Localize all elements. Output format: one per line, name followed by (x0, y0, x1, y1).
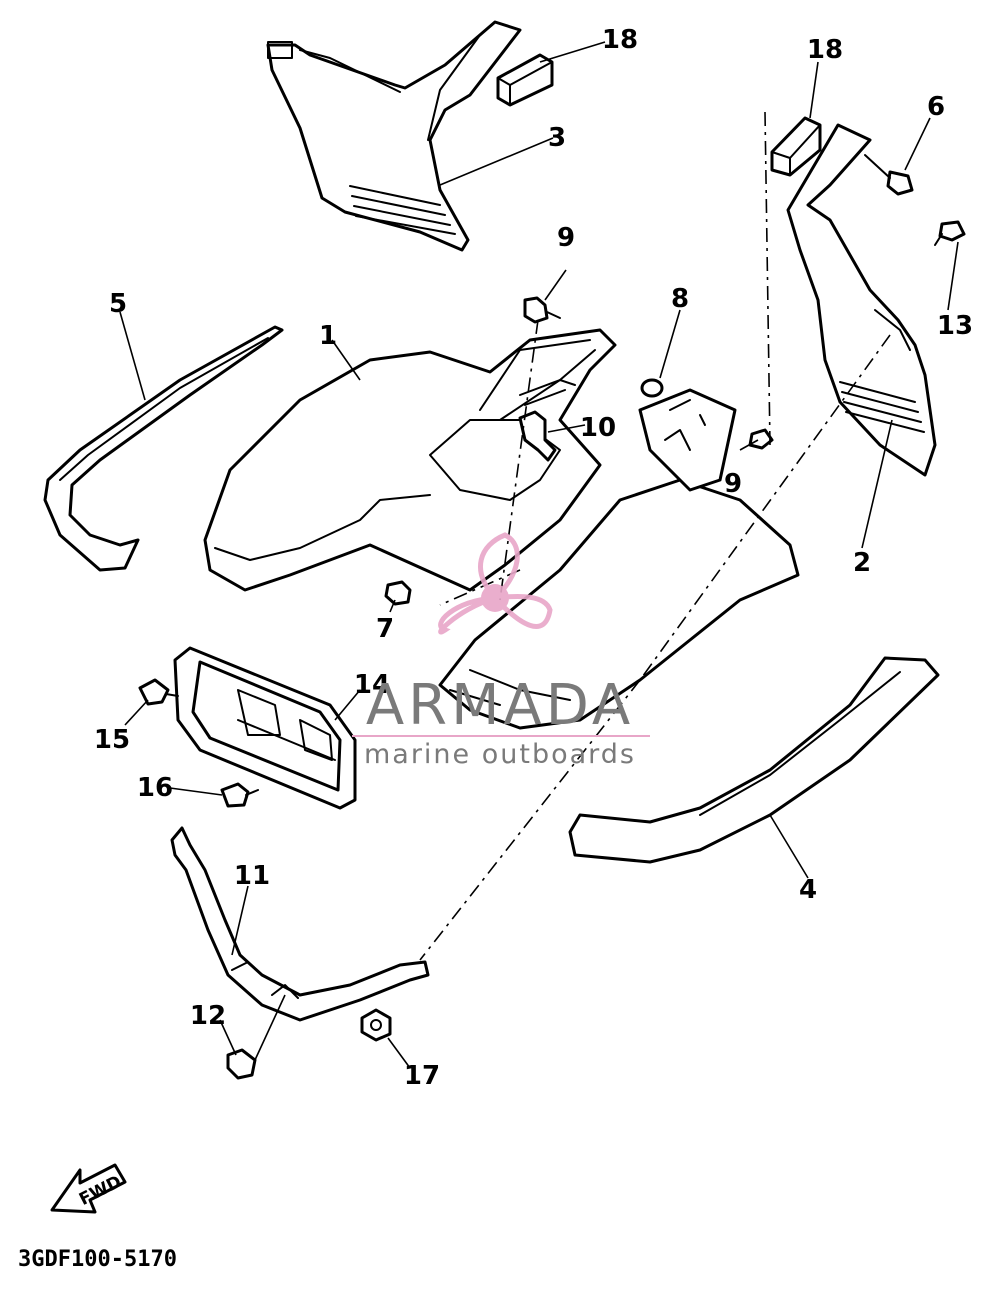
callout-8: 7 (376, 614, 394, 644)
rear-fender (438, 388, 800, 730)
watermark: ARMADA marine outboards (352, 532, 650, 770)
part-14-nut (360, 1008, 392, 1042)
callout-1: 1 (319, 321, 337, 351)
callout-12: 12 (190, 1001, 226, 1031)
part-11-stay (170, 826, 430, 1022)
callout-9-lower: 9 (724, 469, 742, 499)
callout-10: 10 (580, 413, 616, 443)
part-18-pad-right (770, 116, 822, 177)
callout-16: 15 (94, 725, 130, 755)
diagram-code: 3GDF100-5170 (18, 1247, 177, 1272)
part-13-screw (938, 220, 966, 242)
part-6-collar (886, 170, 914, 196)
watermark-title: ARMADA (366, 673, 634, 738)
callouts: 18 3 18 6 5 1 9 8 10 13 9 2 7 14 15 16 4… (94, 25, 973, 1091)
callout-17: 16 (137, 773, 173, 803)
part-18-pad-left (496, 53, 554, 107)
callout-3: 3 (548, 123, 566, 153)
callout-5: 5 (109, 289, 127, 319)
fwd-arrow-icon (50, 1163, 127, 1214)
callout-13: 13 (937, 311, 973, 341)
part-12-bolt (226, 1048, 257, 1080)
part-16-bolt (138, 678, 170, 706)
part-1-front-fender (203, 328, 617, 592)
leader-lines (119, 41, 959, 1069)
part-7-washer (640, 378, 664, 398)
callout-14: 17 (404, 1061, 440, 1091)
callout-9-upper: 9 (557, 223, 575, 253)
callout-7: 8 (671, 284, 689, 314)
callout-11: 11 (234, 861, 270, 891)
callout-18-left: 18 (602, 25, 638, 55)
part-2-side-cover-right (786, 123, 937, 477)
part-9-screw-upper (523, 296, 549, 324)
callout-15: 14 (354, 670, 390, 700)
part-5-rail-left (43, 325, 284, 572)
part-10-grommet (518, 410, 557, 462)
fwd-arrow: FWD (50, 1163, 127, 1214)
fasteners (138, 154, 966, 1080)
part-15-lamp-bracket (173, 646, 357, 810)
callout-4: 4 (799, 875, 817, 905)
callout-18-right: 18 (807, 35, 843, 65)
callout-2: 2 (853, 548, 871, 578)
watermark-subtitle: marine outboards (364, 739, 636, 770)
propeller-logo-icon (438, 532, 553, 635)
alignment-lines (419, 111, 891, 961)
part-3-side-cover-left (266, 20, 522, 252)
callout-6: 6 (927, 92, 945, 122)
part-8-screw (384, 580, 412, 606)
part-4-rail-right (568, 656, 940, 864)
part-9-screw-lower (748, 428, 774, 450)
part-17-bolt (220, 782, 250, 808)
